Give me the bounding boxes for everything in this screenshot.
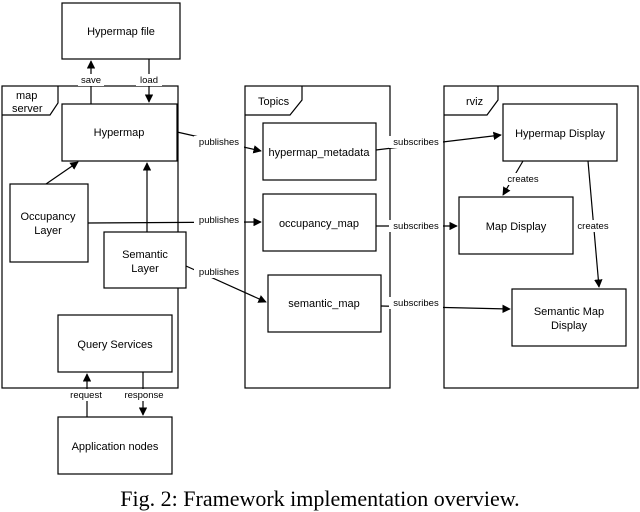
creates-label-1: creates bbox=[507, 174, 538, 185]
figure-caption: Fig. 2: Framework implementation overvie… bbox=[120, 486, 520, 511]
publishes-label-3: publishes bbox=[199, 267, 239, 278]
framework-diagram: map server Topics rviz Hypermap file Hyp… bbox=[1, 2, 639, 475]
creates-label-2: creates bbox=[577, 221, 608, 232]
occupancy-layer-label-line1: Occupancy bbox=[20, 211, 76, 223]
publishes-label-1: publishes bbox=[199, 137, 239, 148]
semantic-layer-node: Semantic Layer bbox=[103, 231, 187, 289]
hypermap-display-node: Hypermap Display bbox=[502, 103, 618, 162]
topics-label: Topics bbox=[258, 96, 290, 108]
map-display-label: Map Display bbox=[486, 221, 547, 233]
load-label: load bbox=[140, 75, 158, 86]
map-display-node: Map Display bbox=[458, 196, 574, 255]
semantic-map-display-label-line2: Display bbox=[551, 320, 588, 332]
occupancy-layer-label-line2: Layer bbox=[34, 225, 62, 237]
subscribes-label-3: subscribes bbox=[393, 298, 439, 309]
semantic-layer-label-line1: Semantic bbox=[122, 249, 168, 261]
subscribes-label-2: subscribes bbox=[393, 221, 439, 232]
hypermap-file-label: Hypermap file bbox=[87, 26, 155, 38]
map-server-label-line2: server bbox=[12, 103, 43, 115]
save-label: save bbox=[81, 75, 101, 86]
semantic-layer-label-line2: Layer bbox=[131, 263, 159, 275]
response-label: response bbox=[124, 390, 163, 401]
occupancy-map-topic: occupancy_map bbox=[262, 193, 377, 252]
semantic-map-display-node: Semantic Map Display bbox=[511, 288, 627, 347]
hypermap-node: Hypermap bbox=[61, 103, 178, 162]
hypermap-label: Hypermap bbox=[94, 127, 145, 139]
semantic-map-topic: semantic_map bbox=[267, 274, 382, 333]
query-services-node: Query Services bbox=[57, 314, 173, 373]
hypermap-file-node: Hypermap file bbox=[61, 2, 181, 60]
hypermap-metadata-topic: hypermap_metadata bbox=[262, 122, 377, 181]
application-nodes-node: Application nodes bbox=[57, 416, 173, 475]
rviz-label: rviz bbox=[466, 96, 483, 108]
application-nodes-label: Application nodes bbox=[72, 441, 159, 453]
publishes-label-2: publishes bbox=[199, 215, 239, 226]
occupancy-layer-node: Occupancy Layer bbox=[9, 183, 89, 263]
request-label: request bbox=[70, 390, 102, 401]
occupancy-to-hypermap-arrow bbox=[45, 161, 79, 185]
query-services-label: Query Services bbox=[77, 339, 153, 351]
semantic-map-label: semantic_map bbox=[288, 298, 360, 310]
subscribes-label-1: subscribes bbox=[393, 137, 439, 148]
hypermap-metadata-label: hypermap_metadata bbox=[269, 147, 371, 159]
occupancy-map-label: occupancy_map bbox=[279, 218, 359, 230]
hypermap-display-label: Hypermap Display bbox=[515, 128, 605, 140]
semantic-map-display-label-line1: Semantic Map bbox=[534, 306, 604, 318]
map-server-label-line1: map bbox=[16, 90, 37, 102]
